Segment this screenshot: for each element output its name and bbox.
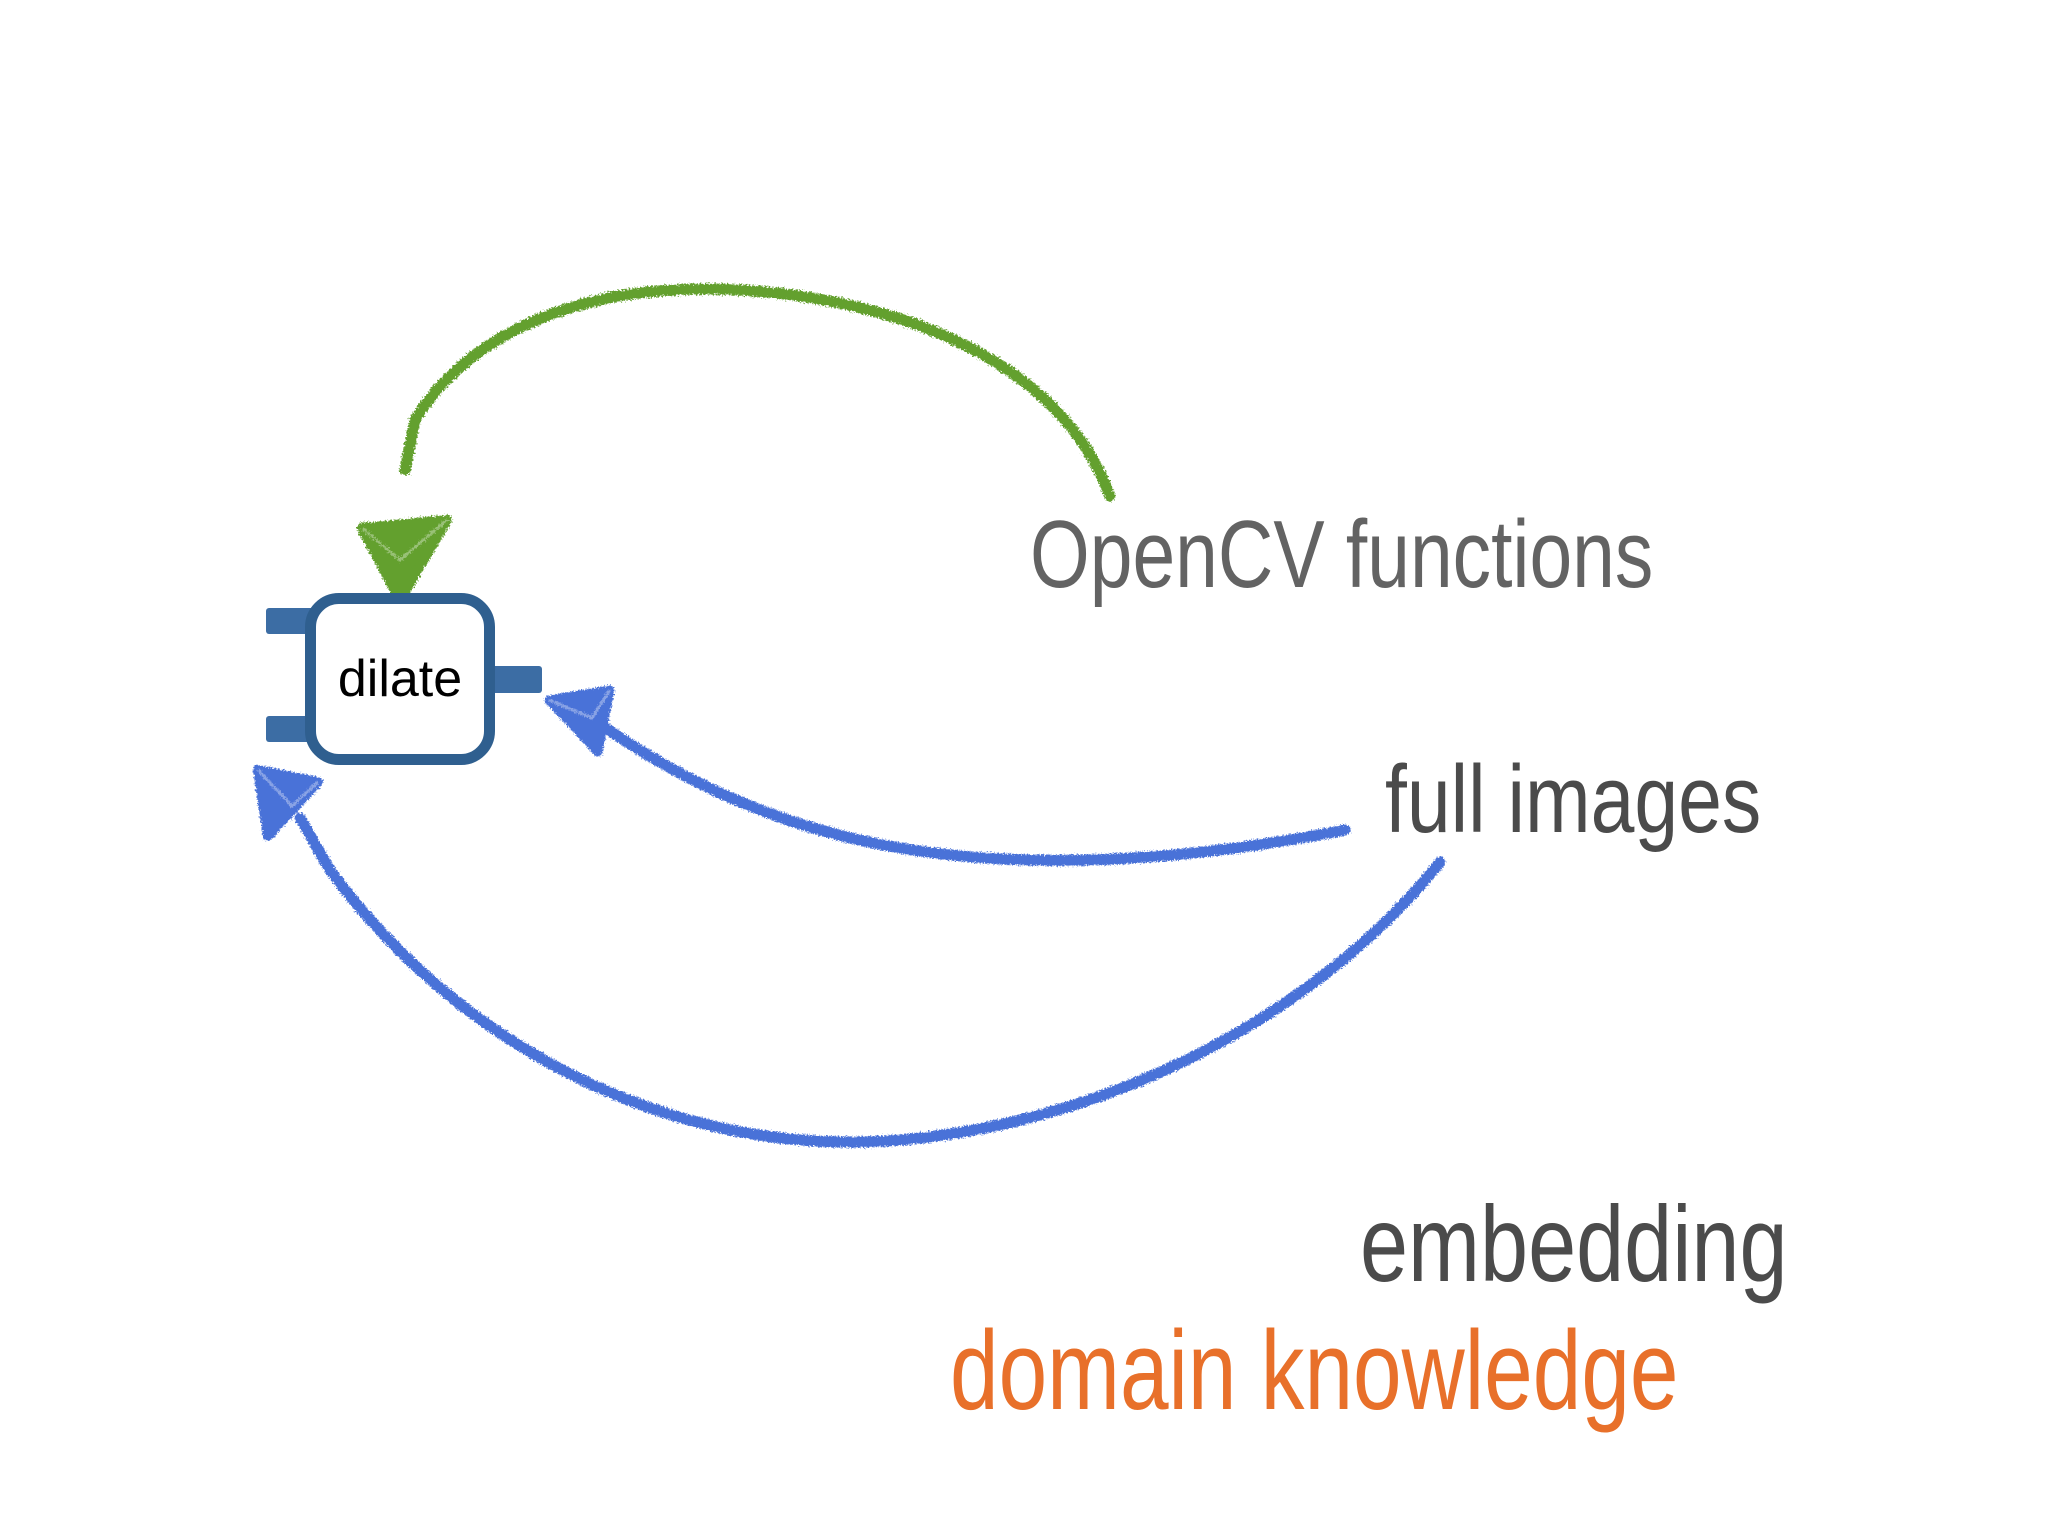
green-arrow-opencv [357,283,1116,605]
dilate-node-label: dilate [337,650,463,708]
annotation-opencv-functions: OpenCV functions [1030,501,1654,608]
annotation-domain-knowledge: domain knowledge [950,1308,1679,1433]
blue-arrow-domain-knowledge [253,765,1446,1148]
dilate-node-body[interactable] [305,593,495,765]
blue-arrow-full-images [544,685,1351,866]
annotation-embedding: embedding [1360,1183,1788,1304]
annotation-full-images: full images [1385,746,1762,853]
